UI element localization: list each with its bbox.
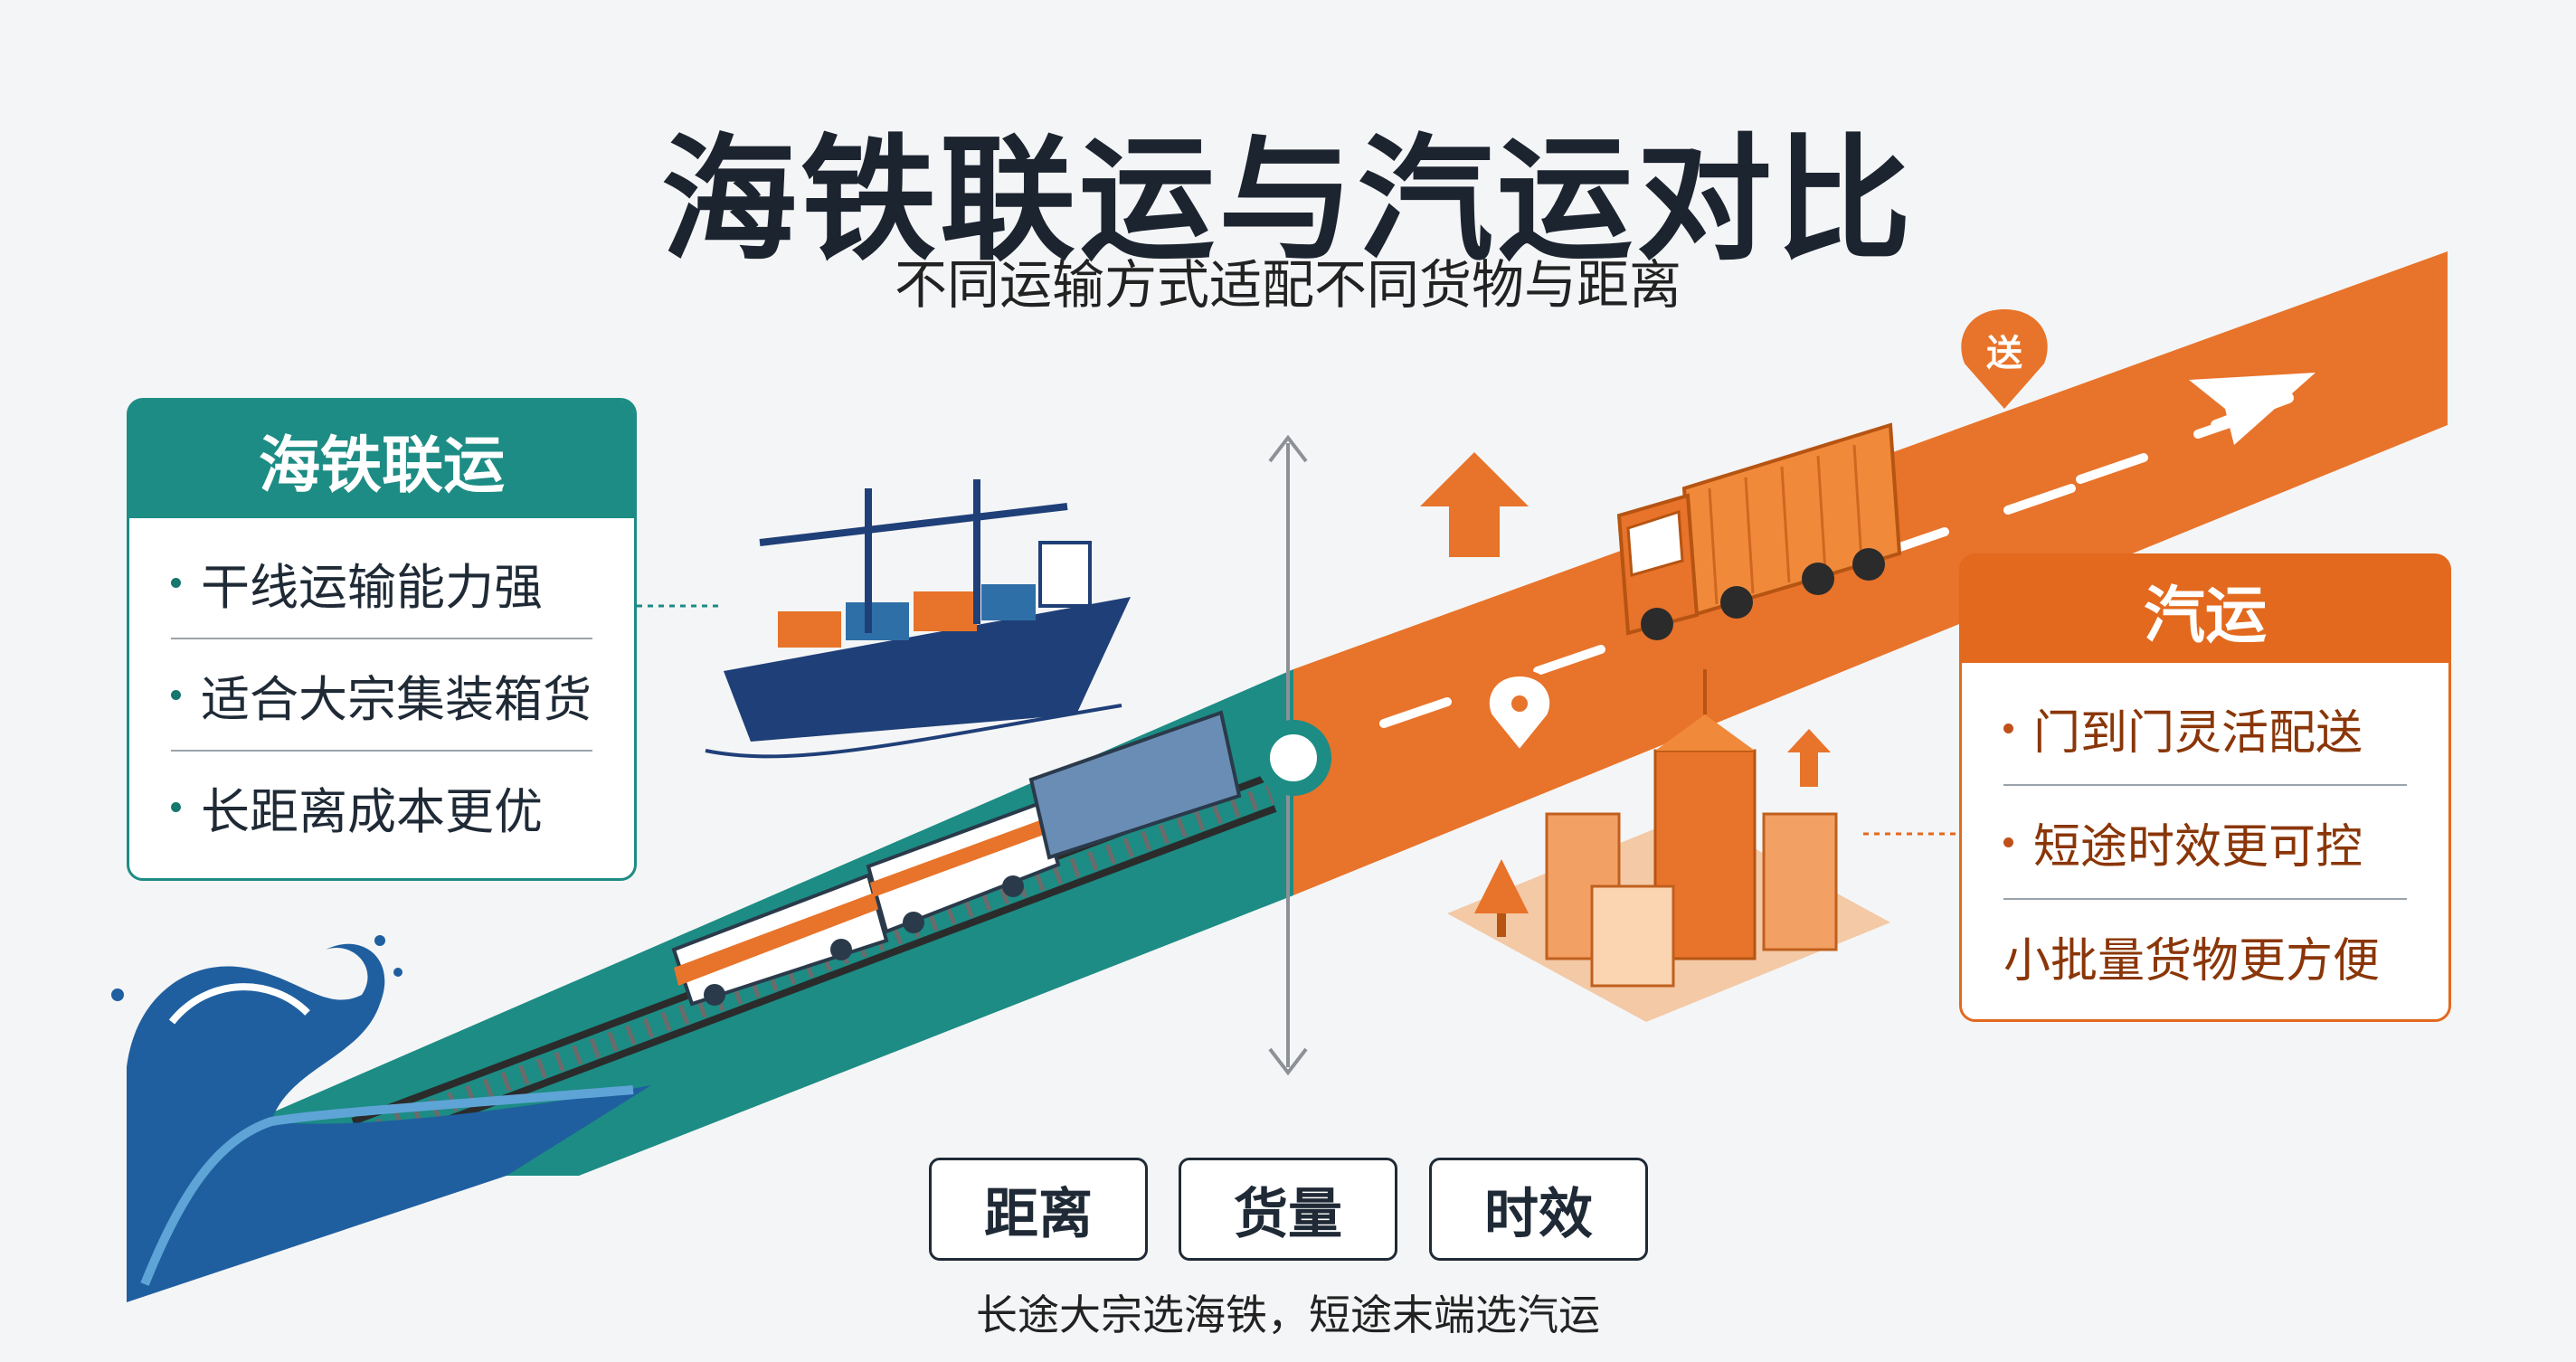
list-item: 小批量货物更方便 <box>2003 933 2381 988</box>
factor-distance: 距离 <box>929 1158 1148 1261</box>
road-list: 门到门灵活配送 短途时效更可控 小批量货物更方便 <box>1962 663 2448 1012</box>
list-item: 长距离成本更优 <box>171 752 592 862</box>
bullet-icon <box>171 801 181 812</box>
delivery-pin-icon: 送 <box>1961 309 2048 450</box>
factor-volume: 货量 <box>1179 1158 1397 1261</box>
junction-node-icon <box>1255 720 1331 796</box>
sea-rail-panel: 海铁联运 干线运输能力强 适合大宗集装箱货 长距离成本更优 <box>127 398 637 881</box>
list-item: 短途时效更可控 <box>2003 786 2407 900</box>
direction-arrow-icon <box>2189 373 2316 445</box>
city-buildings-icon <box>1447 669 1890 1022</box>
list-item: 适合大宗集装箱货 <box>171 639 592 752</box>
page-title: 海铁联运与汽运对比 <box>660 122 1915 279</box>
list-item: 门到门灵活配送 <box>2003 672 2407 786</box>
bullet-icon <box>171 689 181 700</box>
freight-train-icon <box>671 710 1242 1007</box>
rail-band <box>127 669 1293 1176</box>
list-item: 干线运输能力强 <box>171 527 592 639</box>
bullet-icon <box>2003 723 2013 733</box>
up-arrow-icon <box>1787 729 1831 787</box>
road-heading: 汽运 <box>1962 556 2448 663</box>
truck-icon <box>1616 422 1902 640</box>
factor-timeliness: 时效 <box>1429 1158 1648 1261</box>
bullet-icon <box>2003 837 2013 847</box>
svg-text:送: 送 <box>1986 333 2022 374</box>
page-subtitle: 不同运输方式适配不同货物与距离 <box>894 254 1681 316</box>
wave-icon <box>111 935 651 1302</box>
up-arrow-icon <box>1420 452 1529 557</box>
sea-rail-list: 干线运输能力强 适合大宗集装箱货 长距离成本更优 <box>129 518 634 862</box>
tree-icon <box>1474 859 1529 937</box>
bullet-icon <box>171 577 181 588</box>
cargo-ship-icon <box>705 479 1131 759</box>
sea-rail-heading: 海铁联运 <box>129 401 634 518</box>
location-pin-icon <box>1482 668 1558 761</box>
conclusion-text: 长途大宗选海铁，短途末端选汽运 <box>976 1291 1600 1339</box>
road-panel: 汽运 门到门灵活配送 短途时效更可控 小批量货物更方便 <box>1959 553 2451 1022</box>
